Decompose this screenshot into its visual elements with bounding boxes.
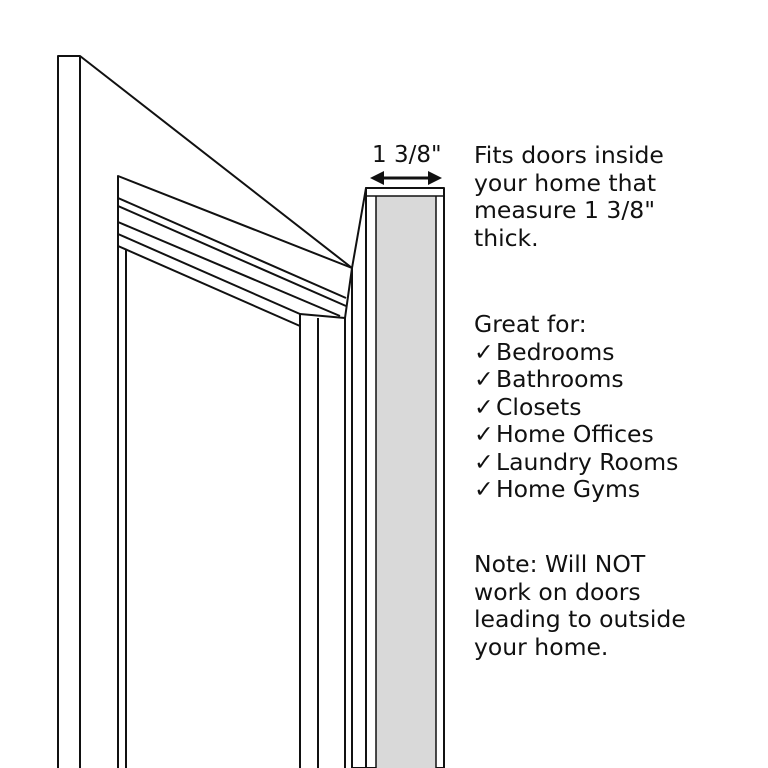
head-jamb (117, 175, 353, 768)
jamb-line-1 (117, 197, 347, 299)
jamb-line-5 (117, 245, 301, 327)
check-icon: ✓ (474, 337, 494, 366)
note-text: Note: Will NOT work on doors leading to … (474, 550, 686, 661)
list-item: ✓Home Offices (474, 420, 654, 448)
list-item: ✓Closets (474, 392, 582, 421)
outer-casing (57, 55, 353, 768)
check-icon: ✓ (474, 365, 494, 393)
door-slab-side (351, 187, 367, 768)
check-icon: ✓ (474, 392, 494, 421)
jamb-line-3 (117, 221, 341, 317)
door-edge-fill (376, 196, 436, 768)
great-for-list: Great for: ✓Bedrooms ✓Bathrooms ✓Closets… (474, 310, 679, 504)
fit-line: your home that (474, 168, 657, 197)
check-icon: ✓ (474, 475, 494, 503)
stop-top (299, 313, 346, 319)
great-for-heading: Great for: (474, 310, 587, 338)
dimension-arrow (370, 171, 442, 185)
list-item: ✓Home Gyms (474, 475, 641, 503)
check-icon: ✓ (474, 420, 494, 448)
dimension-label: 1 3/8" (372, 142, 442, 168)
note-line: work on doors (474, 577, 641, 606)
fit-description: Fits doors inside your home that measure… (474, 141, 664, 252)
note-line: Note: Will NOT (474, 550, 646, 578)
jamb-line-2 (117, 205, 347, 307)
note-line: your home. (474, 632, 609, 661)
note-line: leading to outside (474, 605, 686, 633)
jamb-line-4 (117, 233, 301, 315)
list-item: ✓Laundry Rooms (474, 447, 679, 476)
fit-line: thick. (474, 223, 539, 252)
fit-line: Fits doors inside (474, 141, 664, 169)
list-item: ✓Bathrooms (474, 365, 624, 393)
list-item: ✓Bedrooms (474, 337, 615, 366)
check-icon: ✓ (474, 447, 494, 476)
fit-line: measure 1 3/8" (474, 196, 656, 224)
